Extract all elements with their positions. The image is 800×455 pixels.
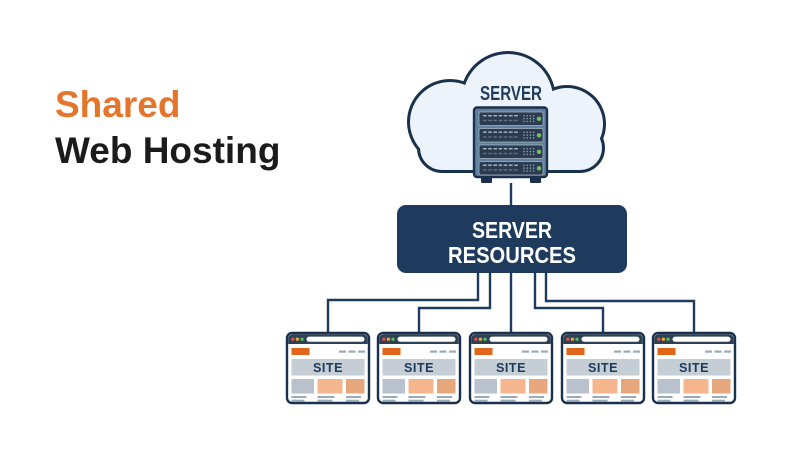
- resources-label-line-1: SERVER: [472, 217, 552, 243]
- server-rack-icon: [472, 106, 549, 183]
- site-label: SITE: [313, 360, 343, 375]
- connector-lines: [326, 272, 696, 334]
- site-label: SITE: [496, 360, 526, 375]
- site-label: SITE: [679, 360, 709, 375]
- resources-label-line-2: RESOURCES: [448, 242, 576, 268]
- site-label: SITE: [588, 360, 618, 375]
- site-window-4: SITE: [560, 331, 646, 405]
- server-resources-box: SERVER RESOURCES: [397, 205, 627, 273]
- heading-line-1: Shared: [55, 84, 180, 125]
- heading-line-2: Web Hosting: [55, 130, 280, 171]
- site-window-5: SITE: [651, 331, 737, 405]
- site-label: SITE: [404, 360, 434, 375]
- site-window-1: SITE: [285, 331, 371, 405]
- cloud-server-label: SERVER: [480, 83, 542, 105]
- site-window-3: SITE: [468, 331, 554, 405]
- site-window-2: SITE: [376, 331, 462, 405]
